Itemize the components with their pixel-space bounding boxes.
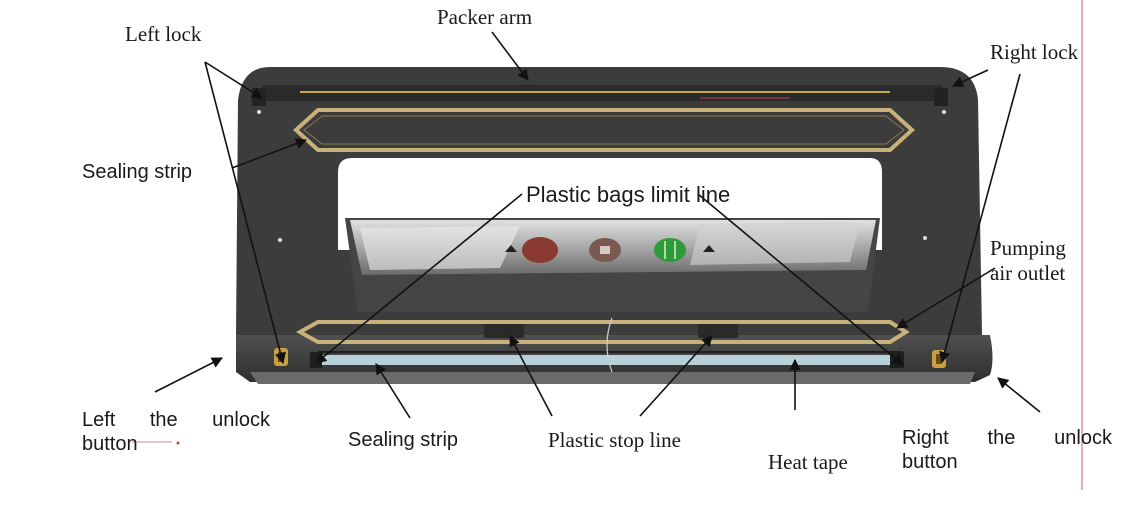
- leader-right-lock-a: [951, 69, 989, 87]
- label-right-unlock-w2: the: [987, 427, 1016, 449]
- label-left-unlock-w3: unlock: [212, 409, 270, 431]
- control-panel-shine: [360, 226, 520, 270]
- leader-left-lock-a: [204, 61, 263, 99]
- screw-dot: [923, 236, 927, 240]
- leader-limit-line-left: [315, 193, 523, 364]
- label-right-unlock-w3: unlock: [1054, 427, 1112, 449]
- label-sealing-strip-upper: Sealing strip: [82, 161, 193, 183]
- label-right-unlock-w1: Right: [902, 427, 949, 449]
- control-panel-shine: [690, 222, 860, 265]
- machine-base-front: [250, 372, 975, 384]
- right-lock-block: [934, 88, 948, 106]
- heat-tape-bar: [318, 355, 903, 365]
- label-plastic-stop-line: Plastic stop line: [548, 428, 681, 452]
- leader-stop-line-right: [639, 335, 713, 417]
- leader-pumping-air-outlet: [896, 267, 996, 329]
- label-pumping-air-outlet: Pumping air outlet: [990, 236, 1066, 286]
- center-mark: [606, 317, 613, 373]
- leader-packer-arm: [491, 31, 529, 81]
- leader-stop-line-left: [509, 335, 553, 417]
- lower-sealing-strip: [295, 320, 910, 344]
- screw-dot: [942, 110, 946, 114]
- label-left-unlock-w1: Left: [82, 409, 116, 431]
- upper-sealing-strip-inner: [303, 115, 905, 145]
- leader-sealing-strip-upper: [231, 138, 308, 169]
- plastic-stop-block: [698, 324, 738, 338]
- leader-sealing-strip-lower: [375, 363, 411, 419]
- plastic-stop-block: [484, 324, 524, 338]
- led-right: [703, 245, 715, 252]
- label-pumping-line2: air outlet: [990, 261, 1066, 286]
- leader-lines: [154, 31, 1041, 419]
- label-left-unlock-button: Left the unlock button: [82, 408, 270, 456]
- screw-dot: [257, 110, 261, 114]
- button-green: [654, 238, 686, 262]
- button-red: [522, 237, 558, 263]
- label-right-lock: Right lock: [990, 40, 1079, 64]
- label-heat-tape: Heat tape: [768, 450, 848, 474]
- label-sealing-strip-lower: Sealing strip: [348, 429, 459, 451]
- label-left-unlock-w2: the: [149, 409, 178, 431]
- led-left: [505, 245, 517, 252]
- leader-left-lock-b: [204, 61, 286, 365]
- leader-left-unlock: [154, 357, 223, 393]
- right-unlock-button-core: [936, 354, 942, 364]
- label-left-unlock-w4: button: [82, 433, 138, 455]
- leader-limit-line-right: [697, 193, 904, 366]
- stray-mark: [176, 441, 180, 445]
- leader-right-unlock: [997, 377, 1041, 413]
- label-plastic-bags-limit-line: Plastic bags limit line: [526, 182, 731, 207]
- screw-dot: [278, 238, 282, 242]
- label-left-lock: Left lock: [125, 22, 202, 46]
- upper-sealing-strip: [293, 108, 915, 152]
- label-packer-arm: Packer arm: [437, 5, 533, 29]
- button-brown-center: [600, 246, 610, 254]
- label-pumping-line1: Pumping: [990, 236, 1066, 260]
- label-right-unlock-button: Right the unlock button: [902, 426, 1112, 474]
- leader-right-lock-b: [939, 73, 1021, 364]
- label-right-unlock-w4: button: [902, 451, 958, 473]
